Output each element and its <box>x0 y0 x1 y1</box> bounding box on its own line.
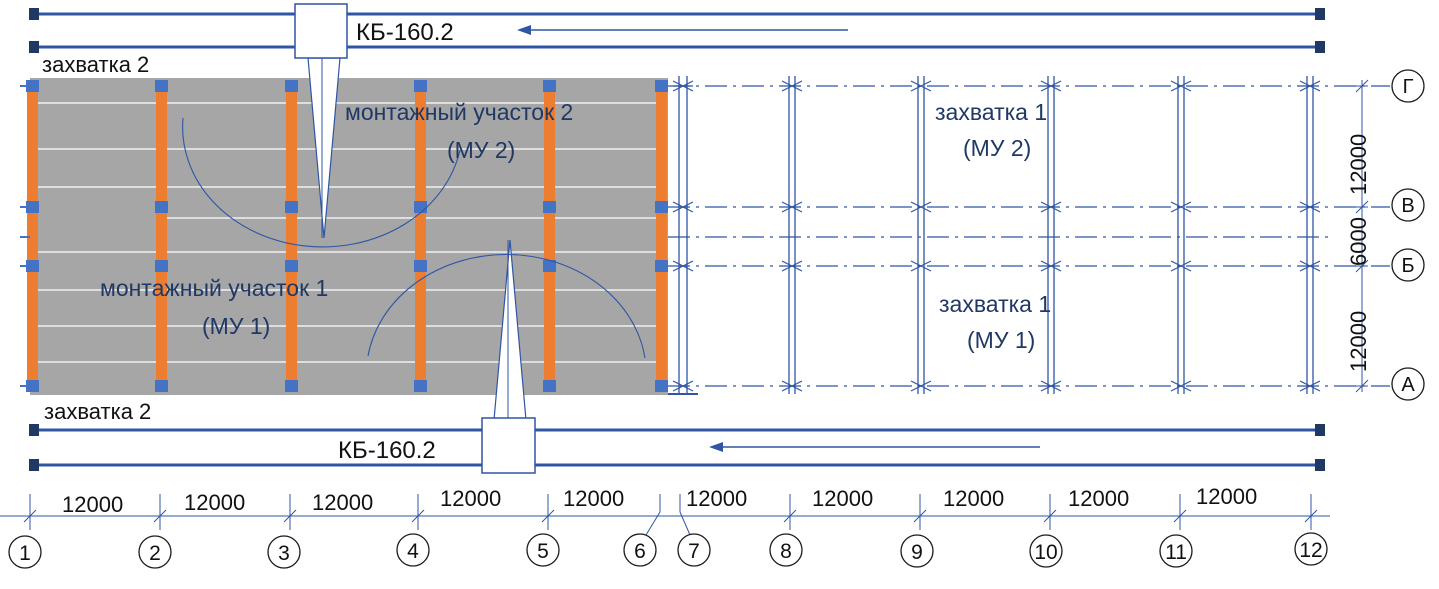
zone1-bottom-short: (МУ 1) <box>967 327 1035 353</box>
axis-number-8: 8 <box>780 540 792 563</box>
axis-letter-labels: Г В Б А <box>1401 76 1415 396</box>
axis-letter-a: А <box>1401 374 1415 396</box>
horizontal-dim-9: 12000 <box>1068 486 1129 511</box>
top-crane-rails <box>29 8 1325 53</box>
axis-number-labels: 1 2 3 4 5 6 7 8 9 10 11 12 <box>19 539 1323 565</box>
horizontal-dim-1: 12000 <box>62 492 123 517</box>
frame-columns <box>678 76 1314 394</box>
horizontal-dimension-line <box>0 494 1330 536</box>
mu1-title: монтажный участок 1 <box>100 275 328 301</box>
axis-number-10: 10 <box>1034 541 1057 564</box>
axis-number-5: 5 <box>537 540 549 563</box>
panel-joints <box>38 102 660 363</box>
horizontal-dim-8: 12000 <box>943 486 1004 511</box>
vertical-dim-2: 6000 <box>1346 217 1371 266</box>
horizontal-dim-4: 12000 <box>440 486 501 511</box>
zone1-top-short: (МУ 2) <box>963 135 1031 161</box>
crane-bottom <box>367 239 646 474</box>
axis-number-2: 2 <box>149 542 161 565</box>
axis-number-11: 11 <box>1165 541 1187 564</box>
axis-number-4: 4 <box>407 540 419 563</box>
axis-number-12: 12 <box>1299 539 1322 562</box>
axis-number-bubbles <box>8 532 1328 569</box>
bottom-crane-label: КБ-160.2 <box>338 437 436 464</box>
axis-number-7: 7 <box>688 540 700 563</box>
zone1-bottom-title: захватка 1 <box>939 291 1051 317</box>
horizontal-dim-6: 12000 <box>686 486 747 511</box>
bottom-left-zone-label: захватка 2 <box>44 399 151 424</box>
axis-letter-g: Г <box>1403 76 1414 98</box>
crane-top <box>182 3 461 248</box>
zone1-top-title: захватка 1 <box>935 99 1047 125</box>
horizontal-dim-5: 12000 <box>563 486 624 511</box>
horizontal-dim-10: 12000 <box>1196 484 1257 509</box>
axis-letter-v: В <box>1401 195 1414 217</box>
horizontal-dim-7: 12000 <box>812 486 873 511</box>
axis-number-9: 9 <box>911 541 923 564</box>
vertical-dim-1: 12000 <box>1346 134 1371 195</box>
frame-axis-lines <box>668 85 1390 387</box>
mu2-title: монтажный участок 2 <box>345 99 573 125</box>
axis-number-6: 6 <box>634 540 646 563</box>
horizontal-dim-2: 12000 <box>184 490 245 515</box>
top-crane-label: КБ-160.2 <box>356 19 454 46</box>
bottom-crane-rails <box>29 424 1325 471</box>
vertical-dimension-line <box>1340 79 1369 393</box>
installed-columns <box>27 85 667 390</box>
installed-slab-area <box>30 78 668 395</box>
horizontal-dims: 12000 12000 12000 12000 12000 12000 1200… <box>62 484 1257 517</box>
axis-ticks-left <box>20 85 30 387</box>
axis-number-1: 1 <box>19 542 31 565</box>
frame-column-crosses <box>668 80 1321 395</box>
vertical-dim-3: 12000 <box>1346 311 1371 372</box>
axis-number-3: 3 <box>278 542 290 565</box>
mu1-short: (МУ 1) <box>202 313 270 339</box>
axis-letter-b: Б <box>1401 255 1414 277</box>
top-left-zone-label: захватка 2 <box>42 52 149 77</box>
mu2-short: (МУ 2) <box>447 137 515 163</box>
horizontal-dim-3: 12000 <box>312 490 373 515</box>
column-nodes <box>26 80 668 392</box>
axis-letter-bubbles <box>1391 69 1425 401</box>
crane-direction-arrows <box>517 25 1040 452</box>
